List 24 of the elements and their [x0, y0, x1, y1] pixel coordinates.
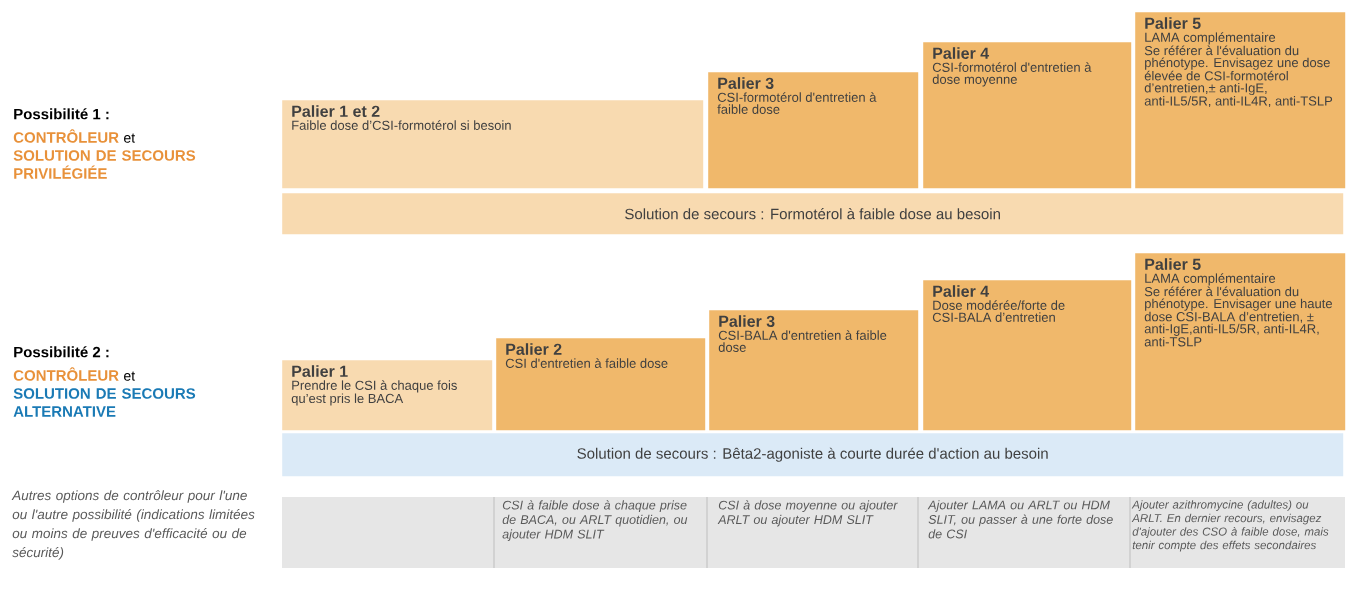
step-box: Palier 3 CSI-formotérol d'entretien à faible dose: [708, 72, 919, 189]
row-heading: SOLUTION DE SECOURS ALTERNATIVE: [13, 388, 196, 417]
table-cell: Ajouter LAMA ou ARLT ou HDM SLIT, ou passer à une forte dose de CSI: [927, 500, 1113, 539]
step-box: Palier 4 CSI-formotérol d'entretien à dose moyenne: [923, 42, 1132, 189]
step-box: Palier 1 Prendre le CSI à chaque fois qu’est pris le BACA: [282, 360, 493, 431]
table-cell: Ajouter azithromycine (adultes) ou ARLT. En dernier recours, envisagez d'ajouter des CSO à faible dose, mais tenir compte des effets secondaires: [1131, 500, 1329, 552]
row-heading: et: [124, 371, 135, 381]
row-heading: Possibilité 2 :: [14, 346, 109, 358]
table-cell: CSI à dose moyenne ou ajouter ARLT ou ajouter HDM SLIT: [717, 500, 898, 527]
row-heading: SOLUTION DE SECOURS PRIVILÉGIÉE: [13, 150, 196, 179]
relief-band: Solution de secours : Formotérol à faible dose au besoin: [282, 193, 1344, 235]
row-heading: CONTRÔLEUR: [13, 367, 119, 381]
row-heading: CONTRÔLEUR: [13, 129, 119, 143]
step-box: Palier 3 CSI-BALA d'entretien à faible dose: [709, 310, 919, 431]
step-box: Palier 5 LAMA complémentaire Se référer à l'évaluation du phénotype. Envisager une haute dose CSI-BALA d’entretien, ± anti-IgE,anti-IL5/5R, anti-IL4R, anti-TSLP: [1135, 253, 1346, 431]
row-heading: Possibilité 1 :: [14, 108, 109, 120]
row-heading: et: [124, 133, 135, 143]
relief-band: Solution de secours : Bêta2-agoniste à courte durée d'action au besoin: [282, 433, 1344, 477]
step-box: Palier 2 CSI d'entretien à faible dose: [496, 338, 706, 431]
table-cell: CSI à faible dose à chaque prise de BACA, ou ARLT quotidien, ou ajouter HDM SLIT: [502, 500, 688, 541]
step-box: Palier 5 LAMA complémentaire Se référer à l'évaluation du phénotype. Envisagez une dose élevée de CSI-formotérol d’entretien,± anti-IgE, anti-IL5/5R, anti-IL4R, anti-TSLP: [1135, 12, 1346, 189]
step-box: Palier 4 Dose modérée/forte de CSI-BALA d’entretien: [923, 280, 1132, 431]
step-box: Palier 1 et 2 Faible dose d’CSI-formotérol si besoin: [282, 100, 704, 189]
row-heading: Autres options de contrôleur pour l'une ou l'autre possibilité (indications limitées ou moins de preuves d'efficacité ou de sécurité): [11, 490, 255, 560]
